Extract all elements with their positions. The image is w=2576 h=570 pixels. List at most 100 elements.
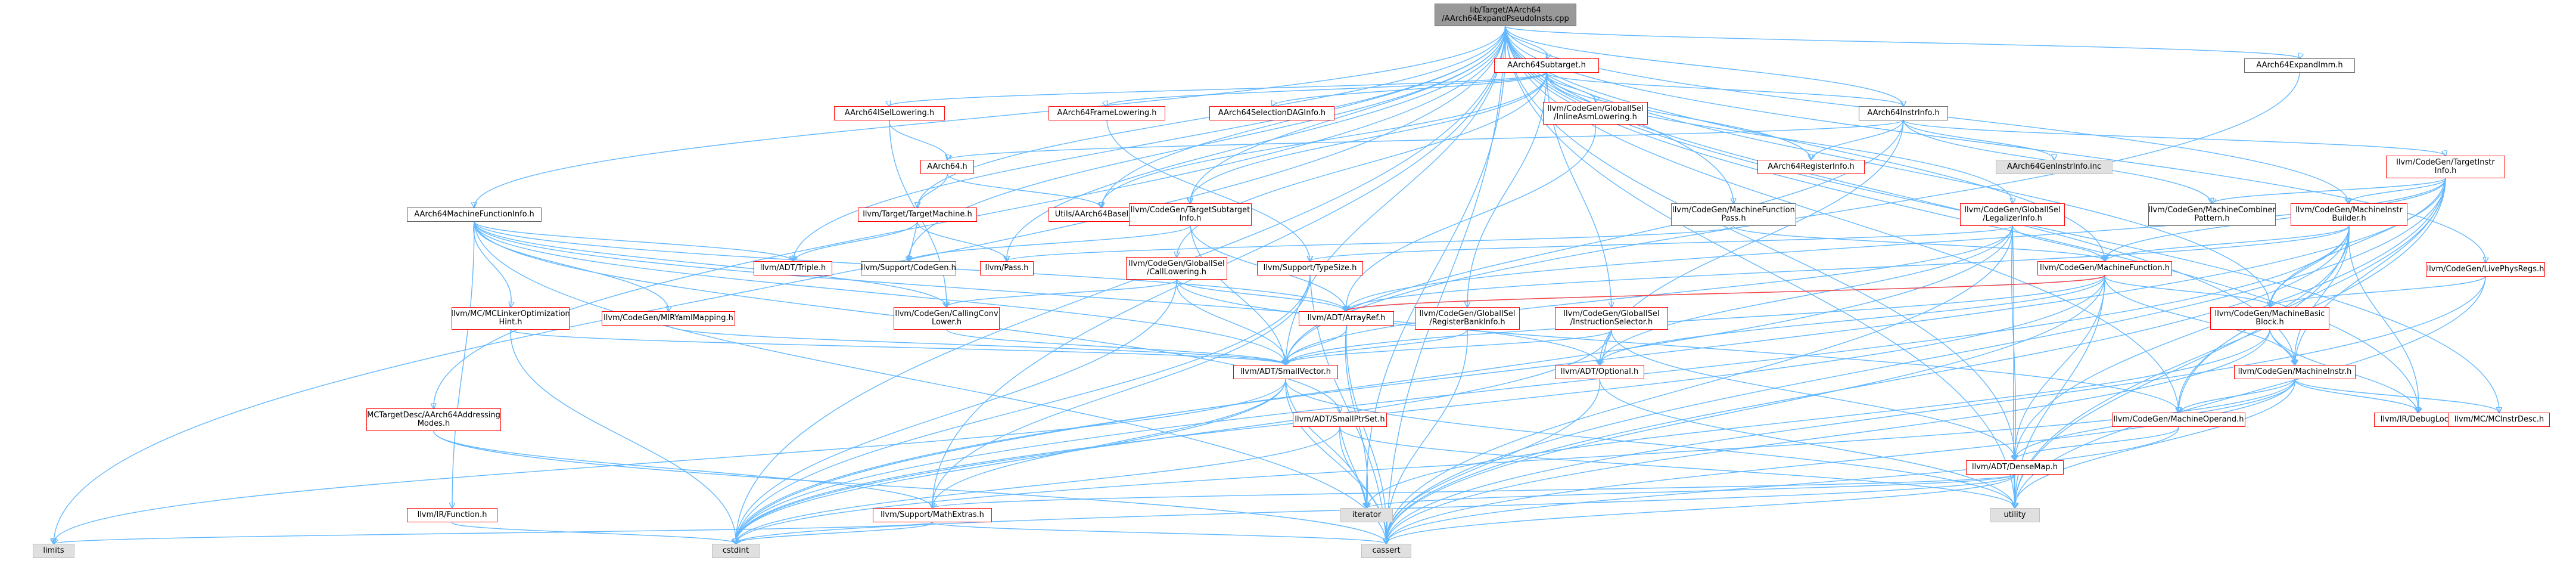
edge-machine-basic-block-to-iterator [1367,329,2270,508]
node-legalizer-info[interactable]: llvm/CodeGen/GlobalISel/LegalizerInfo.h [1960,203,2065,226]
edge-aarch64-frame-lowering-to-type-size [1106,120,1310,261]
node-math-extras[interactable]: llvm/Support/MathExtras.h [873,508,992,522]
node-utility[interactable]: utility [1990,508,2040,522]
edge-small-vector-to-limits [54,379,1286,544]
node-live-phys-regs[interactable]: llvm/CodeGen/LivePhysRegs.h [2426,262,2545,277]
edge-target-machine-to-pass [917,221,1007,261]
node-debug-loc[interactable]: llvm/IR/DebugLoc.h [2374,413,2462,427]
edge-root-file-to-aarch64-expand-imm [1505,26,2300,58]
node-root-file[interactable]: lib/Target/AArch64/AArch64ExpandPseudoIn… [1435,4,1576,26]
edge-dense-map-to-math-extras [932,474,2015,508]
edge-aarch64-instr-info-to-target-instr-info [1903,120,2446,156]
node-type-size[interactable]: llvm/Support/TypeSize.h [1257,261,1363,275]
edge-inline-asm-lowering-to-array-ref [1346,124,1596,311]
edge-aarch64-subtarget-to-legalizer-info [1546,72,2012,203]
node-call-lowering[interactable]: llvm/CodeGen/GlobalISel/CallLowering.h [1126,257,1227,280]
edge-aarch64-subtarget-to-target-subtarget-info [1190,72,1547,203]
edge-small-ptr-set-to-cstdint [736,426,1340,544]
edge-root-file-to-cassert [1386,26,1506,544]
edge-root-file-to-aarch64-instr-info [1505,26,1903,106]
node-array-ref[interactable]: llvm/ADT/ArrayRef.h [1299,311,1394,326]
edge-mibuilder-to-debug-loc [2348,225,2418,413]
node-dense-map[interactable]: llvm/ADT/DenseMap.h [1966,460,2064,475]
edge-machine-instr-to-utility [2015,379,2295,508]
node-aarch64-subtarget[interactable]: AArch64Subtarget.h [1494,58,1599,73]
node-cstdint[interactable]: cstdint [712,544,760,558]
node-support-codegen[interactable]: llvm/Support/CodeGen.h [861,261,956,275]
edge-mibuilder-to-machine-instr [2295,225,2350,365]
edge-target-instr-info-to-machine-operand [2179,178,2446,413]
edge-addressing-modes-to-math-extras [433,430,932,508]
edge-instruction-selector-to-optional [1600,329,1612,365]
edge-aarch64-machine-function-info-to-optional [474,221,1600,365]
node-aarch64-register-info[interactable]: AArch64RegisterInfo.h [1757,160,1865,174]
edge-array-ref-to-cassert [1346,325,1387,544]
edge-small-vector-to-iterator [1285,379,1367,508]
edge-machine-instr-to-machine-operand [2179,379,2295,413]
node-aarch64-expand-imm[interactable]: AArch64ExpandImm.h [2244,58,2355,73]
edge-machine-function-to-machine-basic-block [2104,275,2270,307]
edge-small-vector-to-utility [1285,379,2015,508]
node-target-machine[interactable]: llvm/Target/TargetMachine.h [858,207,977,222]
node-register-bank-info[interactable]: llvm/CodeGen/GlobalISel/RegisterBankInfo… [1415,307,1520,330]
node-triple[interactable]: llvm/ADT/Triple.h [754,261,832,275]
node-small-vector[interactable]: llvm/ADT/SmallVector.h [1233,365,1338,379]
edge-legalizer-info-to-cstdint [736,225,2013,544]
edge-target-instr-info-to-cstdint [736,178,2446,544]
edge-aarch64-subtarget-to-aarch64-base-info [1102,72,1547,207]
edge-aarch64-instr-info-to-aarch64-h [947,120,1904,160]
node-machine-operand[interactable]: llvm/CodeGen/MachineOperand.h [2112,413,2245,427]
node-ir-function[interactable]: llvm/IR/Function.h [407,508,497,522]
edge-machine-function-pass-to-pass [1007,225,1734,261]
node-pass[interactable]: llvm/Pass.h [980,261,1034,275]
node-inline-asm-lowering[interactable]: llvm/CodeGen/GlobalISel/InlineAsmLowerin… [1543,102,1648,125]
edge-register-bank-info-to-cassert [1386,329,1468,544]
node-aarch64-isel-lowering[interactable]: AArch64ISelLowering.h [834,106,945,120]
edge-machine-instr-to-cassert [1386,379,2295,544]
edge-addressing-modes-to-cassert [433,430,1386,544]
edge-machine-function-to-optional [1600,275,2105,365]
edge-instruction-selector-to-small-vector [1286,329,1612,365]
node-aarch64-instr-info[interactable]: AArch64InstrInfo.h [1859,106,1948,120]
node-instruction-selector[interactable]: llvm/CodeGen/GlobalISel/InstructionSelec… [1555,307,1668,330]
node-machine-function[interactable]: llvm/CodeGen/MachineFunction.h [2037,261,2172,275]
edge-legalizer-info-to-optional [1600,225,2013,365]
node-optional[interactable]: llvm/ADT/Optional.h [1555,365,1644,379]
edge-mc-linker-optimization-hint-to-small-vector [510,329,1286,365]
edge-target-subtarget-info-to-small-vector [1190,225,1286,365]
node-mc-instr-desc[interactable]: llvm/MC/MCInstrDesc.h [2449,413,2550,427]
node-iterator[interactable]: iterator [1340,508,1393,522]
node-aarch64-h[interactable]: AArch64.h [920,160,974,174]
node-small-ptr-set[interactable]: llvm/ADT/SmallPtrSet.h [1293,413,1387,427]
node-aarch64-machine-function-info[interactable]: AArch64MachineFunctionInfo.h [407,207,542,222]
edge-register-bank-info-to-small-vector [1286,329,1468,365]
node-machine-instr[interactable]: llvm/CodeGen/MachineInstr.h [2234,365,2356,379]
edge-math-extras-to-limits [54,522,933,544]
node-limits[interactable]: limits [33,544,74,558]
edge-mibuilder-to-utility [2015,225,2350,508]
node-cassert[interactable]: cassert [1361,544,1411,558]
edge-root-file-to-dense-map [1505,26,2015,460]
node-aarch64-gen-instr-info[interactable]: AArch64GenInstrInfo.inc [1996,160,2113,174]
node-aarch64-frame-lowering[interactable]: AArch64FrameLowering.h [1049,106,1165,120]
edge-target-subtarget-info-to-support-codegen [909,225,1191,261]
edge-root-file-to-cstdint [736,26,1506,544]
edge-aarch64-instr-info-to-aarch64-register-info [1811,120,1904,160]
edge-aarch64-machine-function-info-to-ir-function [452,221,475,508]
node-mir-yaml-mapping[interactable]: llvm/CodeGen/MIRYamlMapping.h [602,311,735,326]
node-aarch64-selectiondag-info[interactable]: AArch64SelectionDAGInfo.h [1209,106,1334,120]
edge-calling-conv-lower-to-small-vector [946,329,1286,365]
edge-math-extras-to-cstdint [736,522,933,544]
edge-aarch64-h-to-aarch64-base-info [947,174,1102,207]
